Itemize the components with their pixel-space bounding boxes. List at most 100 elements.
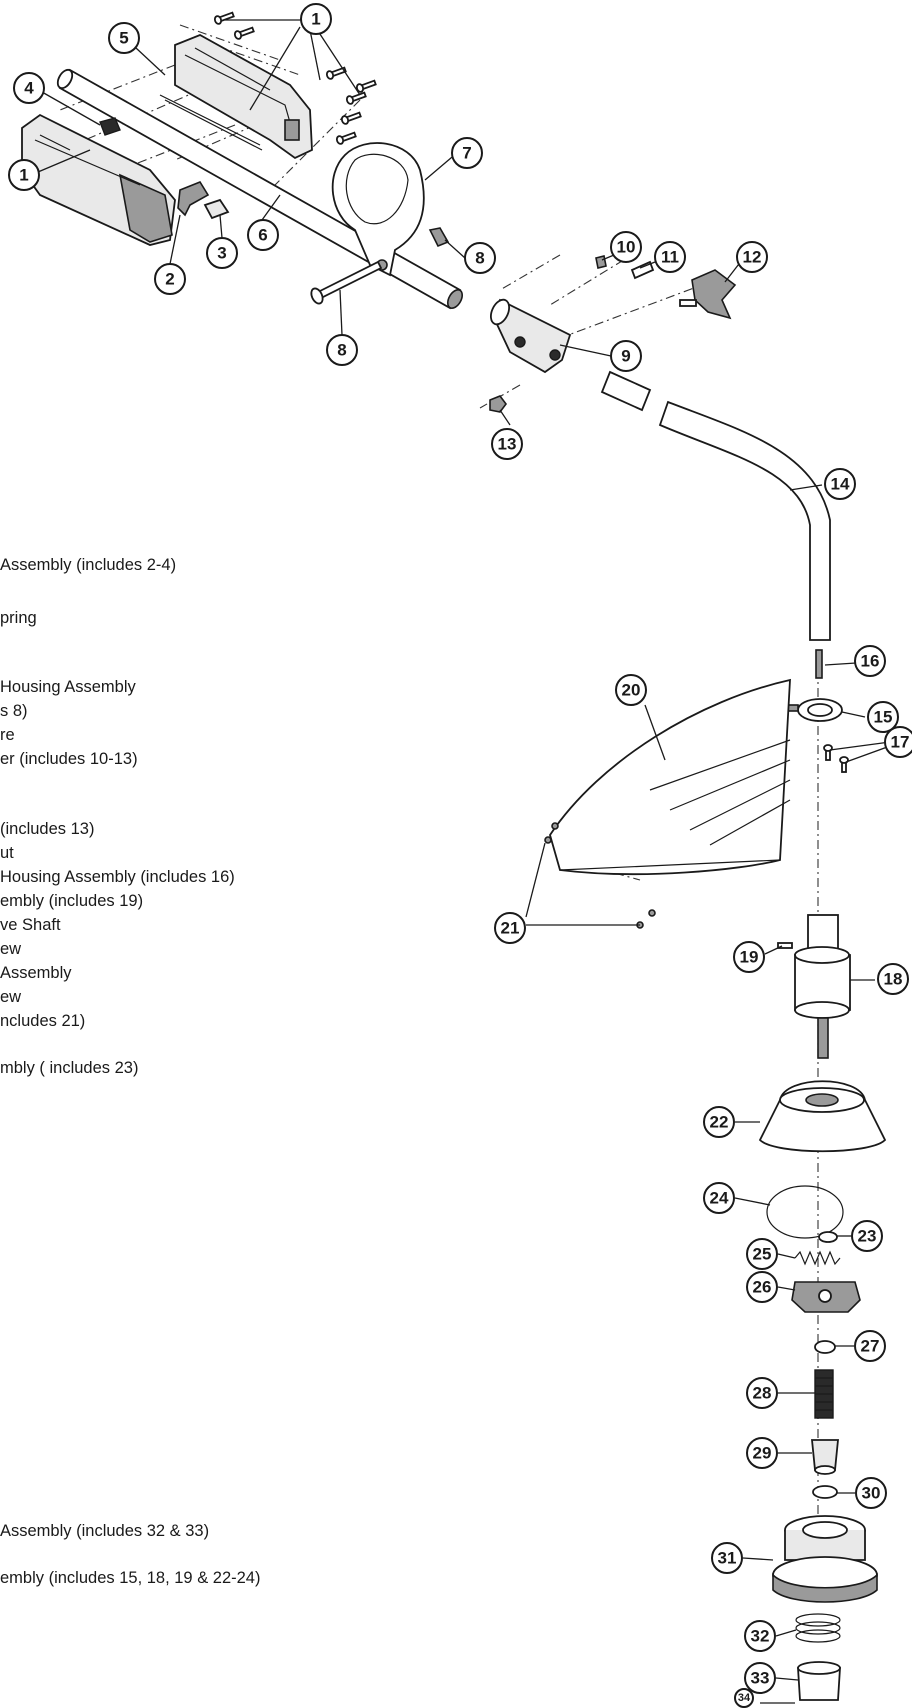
handle-bolt [310,260,383,305]
knob-insert [595,255,607,269]
svg-text:7: 7 [462,144,471,163]
svg-text:20: 20 [622,681,641,700]
svg-text:18: 18 [884,970,903,989]
svg-text:5: 5 [119,29,128,48]
callout-19: 19 [733,941,765,973]
bump-knob [797,1661,841,1701]
handle-housing-left-half [21,113,176,246]
callout-22: 22 [703,1106,735,1138]
svg-text:14: 14 [831,475,850,494]
main-shaft [56,68,464,310]
description-text: mbly ( includes 23) [0,1059,139,1077]
callout-3: 3 [206,237,238,269]
description-text: Housing Assembly (includes 16) [0,868,235,886]
svg-text:8: 8 [337,341,346,360]
callout-32: 32 [744,1620,776,1652]
callout-27: 27 [854,1330,886,1362]
svg-text:12: 12 [743,248,762,267]
head-cover [758,1080,887,1153]
callout-13: 13 [491,428,523,460]
description-text: Assembly [0,964,72,982]
clamp [781,698,843,722]
svg-text:3: 3 [217,244,226,263]
drive-shaft-end [815,649,823,679]
trigger-spring [203,198,230,220]
svg-text:23: 23 [858,1227,877,1246]
callout-11: 11 [654,241,686,273]
svg-text:11: 11 [661,248,679,267]
bushing [811,1439,839,1475]
callout-26: 26 [746,1271,778,1303]
callout-33: 33 [744,1662,776,1694]
spring [795,1613,841,1643]
svg-text:27: 27 [861,1337,880,1356]
callout-15: 15 [867,701,899,733]
coupler-assembly [490,298,572,374]
svg-text:33: 33 [751,1669,770,1688]
callout-25: 25 [746,1238,778,1270]
svg-text:29: 29 [753,1444,772,1463]
callout-24: 24 [703,1182,735,1214]
description-text: ve Shaft [0,916,61,934]
callout-8: 8 [326,334,358,366]
callout-6: 6 [247,219,279,251]
svg-text:25: 25 [753,1245,772,1264]
svg-text:8: 8 [475,249,484,268]
callout-9: 9 [610,340,642,372]
callout-7: 7 [451,137,483,169]
trigger [177,181,210,217]
svg-text:6: 6 [258,226,267,245]
callout-16: 16 [854,645,886,677]
callout-21: 21 [494,912,526,944]
cam [791,1281,861,1313]
svg-text:31: 31 [718,1549,737,1568]
description-text: er (includes 10-13) [0,750,138,768]
svg-text:4: 4 [24,79,34,98]
callout-30: 30 [855,1477,887,1509]
description-text: Assembly (includes 32 & 33) [0,1522,210,1540]
callout-10: 10 [610,231,642,263]
screw [213,11,377,145]
description-text: ut [0,844,14,862]
switch [99,117,121,136]
nut [489,395,507,413]
bolt [630,260,655,280]
spool [772,1515,878,1603]
description-text: pring [0,609,37,627]
callout-17: 17 [884,726,912,758]
screw [823,744,849,773]
wing-nut [428,227,450,248]
callout-1: 1 [300,3,332,35]
svg-text:1: 1 [19,166,28,185]
callout-29: 29 [746,1437,778,1469]
description-text: Housing Assembly [0,678,136,696]
description-text: embly (includes 19) [0,892,144,910]
callout-2: 2 [154,263,186,295]
wire [159,94,263,151]
spring [814,1369,834,1419]
callout-31: 31 [711,1542,743,1574]
svg-text:19: 19 [740,948,759,967]
svg-text:15: 15 [874,708,893,727]
svg-text:16: 16 [861,652,880,671]
callout-5: 5 [108,22,140,54]
callout-28: 28 [746,1377,778,1409]
washer [812,1485,838,1499]
set-screw [777,942,793,949]
svg-text:22: 22 [710,1113,729,1132]
callout-12: 12 [736,241,768,273]
o-ring [766,1185,844,1239]
svg-text:9: 9 [621,347,630,366]
knob [679,269,737,320]
callout-23: 23 [851,1220,883,1252]
svg-text:13: 13 [498,435,517,454]
leader-lines [37,19,891,1704]
description-text: embly (includes 15, 18, 19 & 22-24) [0,1569,261,1587]
lower-shaft-sleeve [600,370,652,412]
svg-text:21: 21 [501,919,520,938]
retaining-clip [814,1340,836,1354]
lower-shaft [658,400,831,641]
svg-text:32: 32 [751,1627,770,1646]
description-text: s 8) [0,702,28,720]
callout-20: 20 [615,674,647,706]
